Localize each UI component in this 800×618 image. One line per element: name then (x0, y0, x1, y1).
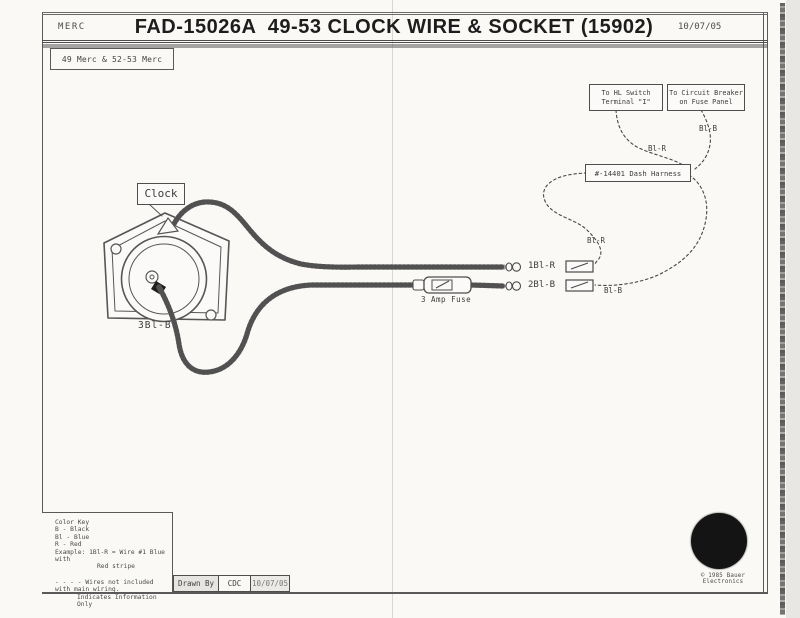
page-border-left (42, 12, 43, 593)
drawn-by-value-cell: CDC (218, 575, 250, 592)
wire1-label: 1Bl-R (528, 261, 556, 271)
fuse-label: 3 Amp Fuse (421, 295, 472, 304)
color-key-title: Color Key (55, 519, 90, 526)
model-note-text: 49 Merc & 52-53 Merc (61, 54, 163, 64)
dotted-hlswitch-to-harness (615, 109, 684, 166)
titlebar-bottom-rule (42, 40, 768, 49)
bl-r-mid-label: Bl-R (587, 236, 606, 245)
drawn-by-strip: Drawn By CDC 10/07/05 (173, 575, 290, 592)
bl-b-mid-label: Bl-B (604, 286, 623, 295)
hl-switch-line2: Terminal "I" (601, 97, 651, 106)
dotted-wires (543, 109, 711, 286)
color-key-box: Color Key B - Black Bl - Blue R - Red Ex… (42, 512, 173, 608)
bl-r-top-label: Bl-R (648, 144, 667, 153)
brand-label: MERC (58, 22, 86, 32)
braided-wires (156, 199, 522, 375)
mounting-hole-top (110, 243, 122, 255)
flat-connectors (565, 260, 594, 292)
color-key-note1-text: Wires not included with main wiring. (55, 578, 154, 594)
color-key-entry: R - Red (55, 541, 82, 549)
page-border-bottom (42, 592, 768, 594)
circuit-breaker-box: To Circuit Breaker on Fuse Panel (667, 84, 745, 111)
titlebar-top-rule (42, 12, 768, 15)
color-key-entry: Bl - Blue (55, 533, 90, 541)
black-registration-dot (691, 513, 747, 569)
wire-end-rings (505, 262, 522, 291)
page-border-right-outer (767, 12, 768, 593)
header-date: 10/07/05 (678, 22, 722, 32)
socket-spade-connector (156, 216, 180, 235)
center-terminal (145, 270, 159, 284)
color-key-example2: Red stripe (97, 563, 135, 571)
dotted-blr-to-connector1 (543, 172, 602, 266)
clock-label: Clock (144, 187, 178, 201)
circuit-breaker-line1: To Circuit Breaker (669, 89, 743, 98)
wire-top-braid (169, 199, 507, 270)
page-fold-crease (392, 0, 393, 618)
dash-harness-label: #-14401 Dash Harness (594, 168, 682, 178)
circuit-breaker-line2: on Fuse Panel (679, 97, 733, 106)
model-note-box: 49 Merc & 52-53 Merc (50, 48, 174, 70)
fuse-holder (412, 276, 472, 294)
color-key-example1: Example: 1Bl-R = Wire #1 Blue with (55, 548, 165, 564)
color-key-entry: B - Black (55, 526, 90, 534)
mounting-hole-bottom (205, 309, 217, 321)
wire2-label: 2Bl-B (528, 280, 556, 290)
clock-leader-line (148, 203, 163, 217)
bl-b-top-label: Bl-B (699, 124, 718, 133)
drawn-date-cell: 10/07/05 (250, 575, 290, 592)
hl-switch-line1: To HL Switch (601, 89, 651, 98)
clock-label-box: Clock (137, 183, 185, 205)
wire-bottom-braid (156, 282, 506, 375)
hl-switch-box: To HL Switch Terminal "I" (589, 84, 663, 111)
socket-wire-label: 3Bl-B (138, 320, 172, 331)
drawn-by-label-cell: Drawn By (173, 575, 218, 592)
dotted-breaker-to-harness (694, 109, 711, 170)
copyright-text: © 1985 Bauer Electronics (700, 573, 746, 585)
dotted-blb-to-connector2 (594, 174, 708, 286)
scan-edge-margin (786, 0, 800, 618)
dash-harness-box: #-14401 Dash Harness (585, 164, 691, 182)
dashed-line-sample: - - - - (55, 578, 82, 586)
color-key-note1: - - - - Wires not included with main wir… (55, 579, 172, 594)
scan-edge-band (780, 3, 785, 615)
page-title: FAD-15026A 49-53 CLOCK WIRE & SOCKET (15… (134, 15, 654, 38)
clock-socket (103, 203, 230, 323)
color-key-note2: Indicates Information Only (77, 593, 157, 609)
page-border-right-inner (763, 12, 764, 593)
titlebar: MERC FAD-15026A 49-53 CLOCK WIRE & SOCKE… (42, 14, 768, 40)
